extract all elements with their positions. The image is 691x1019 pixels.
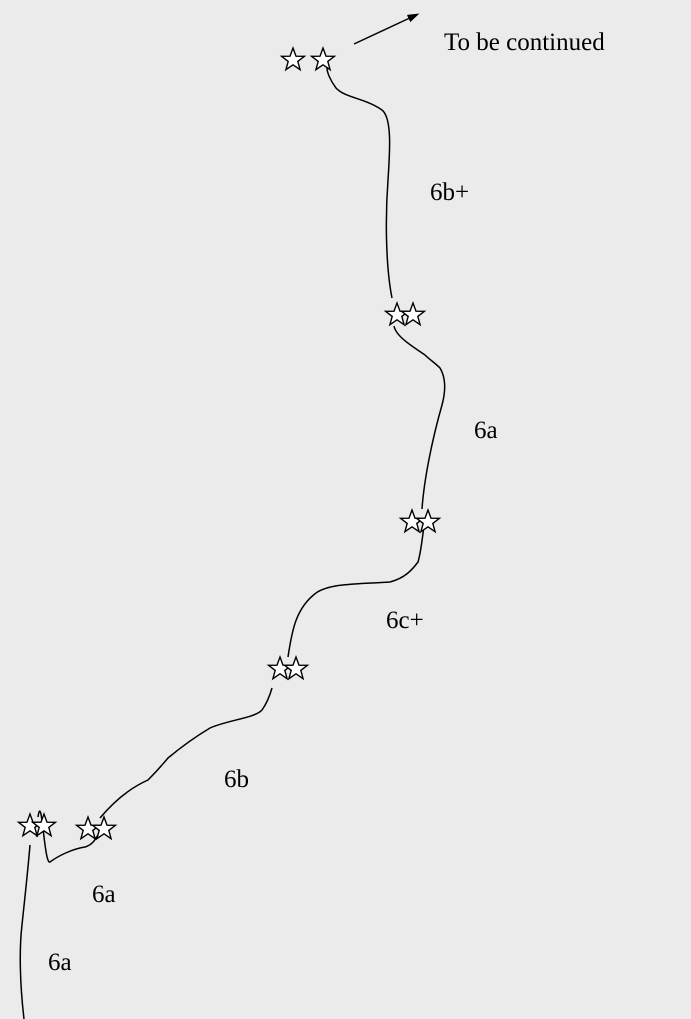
pitch-grade-label: 6b+ <box>430 179 470 206</box>
pitch-line-4 <box>287 525 425 658</box>
continuation-arrow-icon <box>353 13 420 45</box>
belay-double-star-icon <box>267 656 309 680</box>
belay-double-star-icon <box>75 816 117 840</box>
belay-double-star-icon <box>399 509 441 533</box>
pitch-grade-label: 6a <box>474 417 498 444</box>
continuation-label: To be continued <box>444 29 605 56</box>
pitch-line-1 <box>19 844 31 1019</box>
pitch-grade-label: 6a <box>92 881 116 908</box>
belay-double-star-icon <box>280 47 336 71</box>
pitch-line-5 <box>393 325 446 510</box>
pitch-grade-label: 6a <box>48 949 72 976</box>
pitch-grade-label: 6b <box>224 766 249 793</box>
pitch-line-3 <box>99 687 273 819</box>
belay-double-star-icon <box>17 813 57 837</box>
belay-double-star-icon <box>384 302 426 326</box>
pitch-grade-label: 6c+ <box>386 607 424 634</box>
pitch-line-6 <box>326 67 393 299</box>
